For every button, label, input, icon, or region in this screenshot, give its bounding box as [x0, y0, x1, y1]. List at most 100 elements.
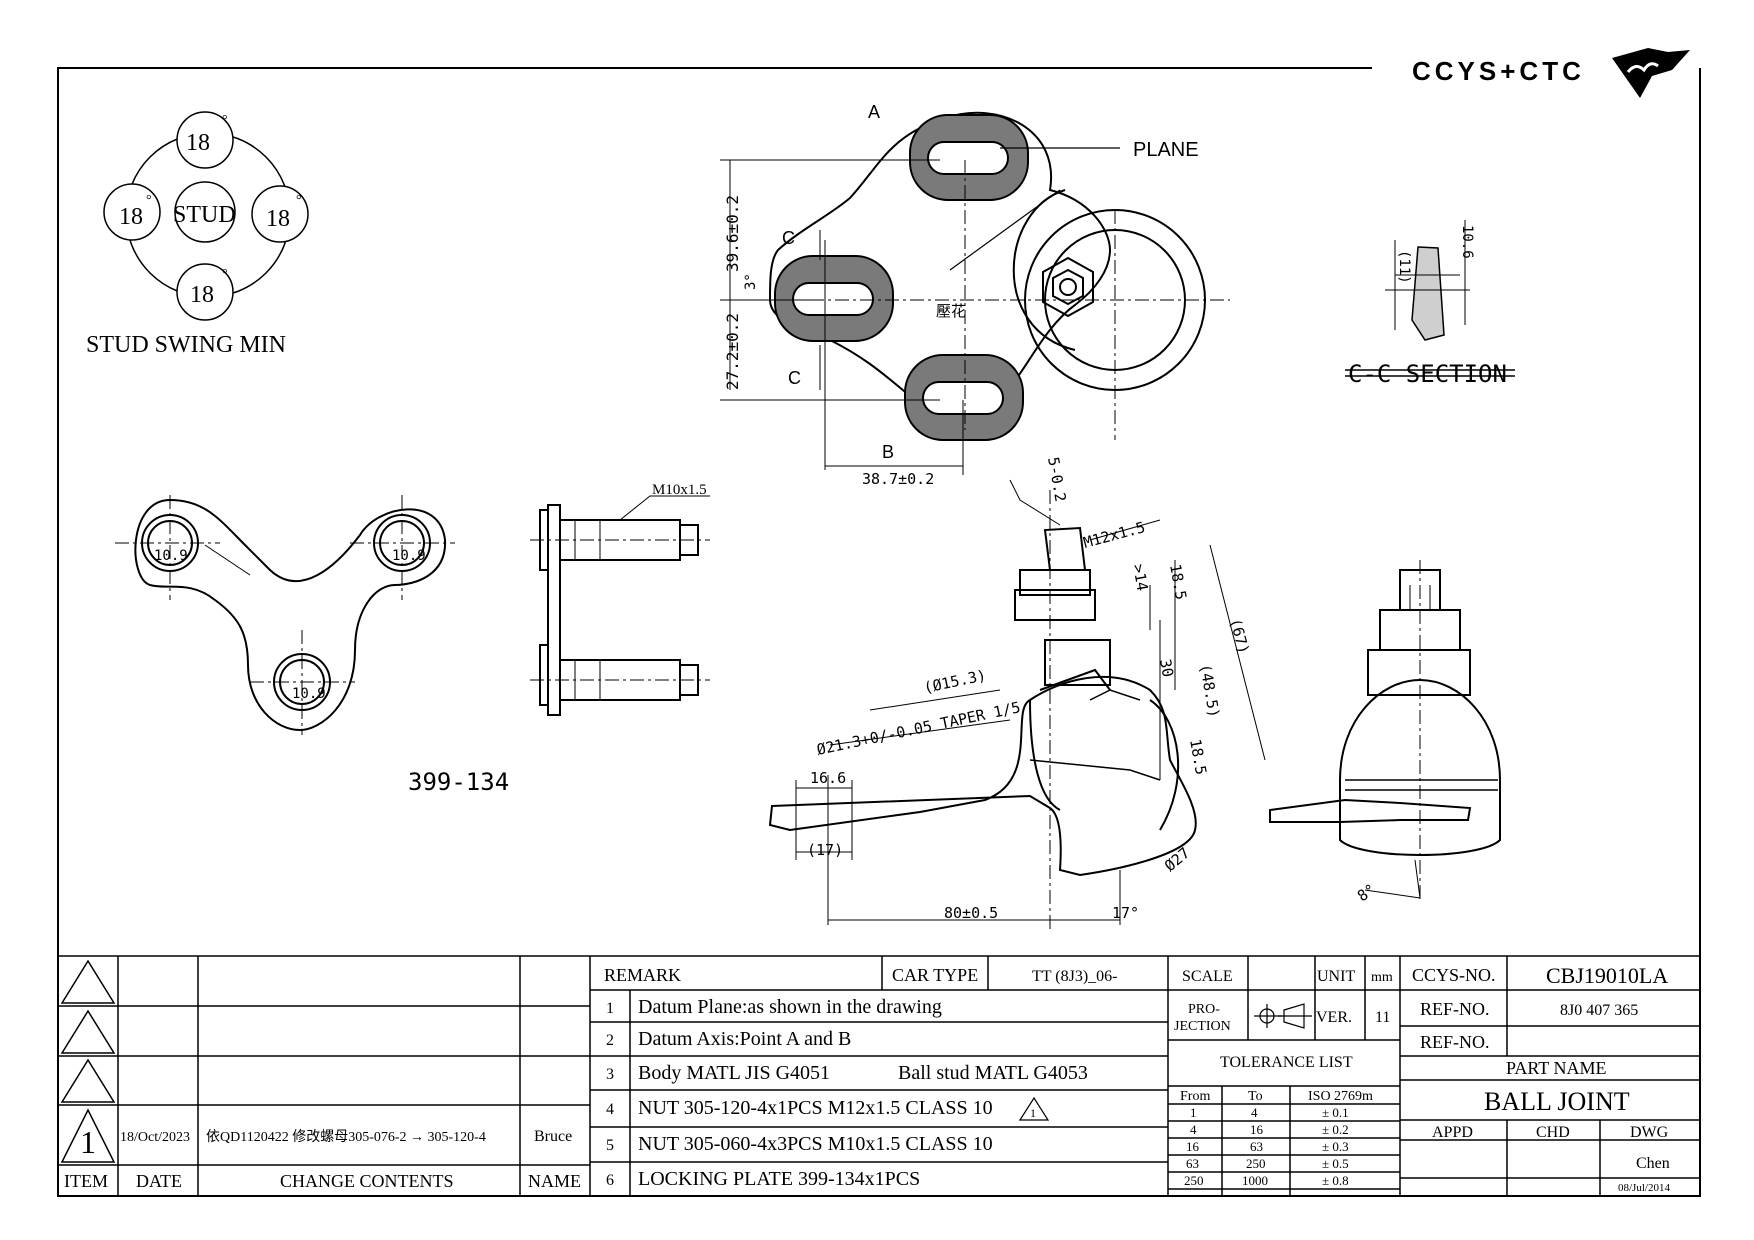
revision-flag-icon — [1018, 1096, 1050, 1121]
remark-5-no: 5 — [606, 1137, 614, 1154]
tol-row-4-to: 250 — [1246, 1156, 1266, 1171]
rev-row-4-date: 18/Oct/2023 — [120, 1130, 190, 1145]
ref1-value: 8J0 407 365 — [1560, 1002, 1638, 1019]
remark-4-text: NUT 305-120-4x1PCS M12x1.5 CLASS 10 — [638, 1097, 993, 1119]
remark-5-text: NUT 305-060-4x3PCS M10x1.5 CLASS 10 — [638, 1133, 993, 1155]
car-type-value: TT (8J3)_06- — [1032, 968, 1117, 985]
swing-top: 18 — [186, 130, 210, 156]
plate-part-no: 399-134 — [408, 768, 509, 796]
rev-header-date: DATE — [136, 1171, 182, 1191]
tolerance-rows: 1 4 ± 0.1 4 16 ± 0.2 16 63 ± 0.3 63 250 … — [1184, 1105, 1349, 1188]
sheet-border — [57, 67, 1701, 1197]
front-view-body — [1269, 560, 1501, 900]
dim-185-upper: 18.5 — [1166, 563, 1190, 602]
stud-swing-diagram — [103, 111, 309, 321]
ccys-value: CBJ19010LA — [1546, 963, 1668, 988]
swing-right-degree: ° — [296, 193, 302, 208]
ver-value: 11 — [1375, 1009, 1390, 1026]
tol-row-3-tol: ± 0.3 — [1322, 1139, 1349, 1154]
top-view-pads — [774, 114, 1029, 441]
remark-1-no: 1 — [606, 1000, 614, 1017]
dim-width: 38.7±0.2 — [862, 470, 934, 488]
appd-label: APPD — [1432, 1124, 1473, 1141]
remark-6-text: LOCKING PLATE 399-134x1PCS — [638, 1168, 920, 1190]
dim-185-lower: 18.5 — [1186, 738, 1210, 777]
rev-row-4-name: Bruce — [534, 1128, 572, 1145]
tol-row-2-tol: ± 0.2 — [1322, 1122, 1349, 1137]
tolerance-title: TOLERANCE LIST — [1220, 1054, 1353, 1071]
side-view-dimensions — [795, 479, 1266, 930]
swing-bottom-degree: ° — [222, 267, 228, 282]
ver-label: VER. — [1316, 1009, 1352, 1026]
swing-center-label: STUD — [173, 202, 236, 228]
ref2-label: REF-NO. — [1420, 1032, 1490, 1052]
dim-angle-17: 17° — [1112, 904, 1139, 922]
swing-right: 18 — [266, 206, 290, 232]
remark-3-no: 3 — [606, 1066, 614, 1083]
label-b: B — [882, 442, 894, 462]
tol-header-from: From — [1180, 1089, 1210, 1104]
swing-bottom: 18 — [190, 282, 214, 308]
cc-section — [1345, 220, 1515, 377]
tol-row-2-to: 16 — [1250, 1122, 1264, 1137]
tol-row-3-from: 16 — [1186, 1139, 1200, 1154]
remark-2-text: Datum Axis:Point A and B — [638, 1028, 851, 1050]
tol-row-1-tol: ± 0.1 — [1322, 1105, 1349, 1120]
dim-166: 16.6 — [810, 769, 846, 787]
ref1-label: REF-NO. — [1420, 999, 1490, 1019]
plate-hole-2: 10.9 — [392, 548, 426, 564]
logo-text: CCYS+CTC — [1412, 56, 1585, 86]
plate-hole-1: 10.9 — [154, 548, 188, 564]
section-dim-right: 10.6 — [1459, 225, 1475, 259]
plate-hole-3: 10.9 — [292, 686, 326, 702]
knurl-label: 壓花 — [936, 303, 966, 320]
dim-80: 80±0.5 — [944, 904, 998, 922]
part-name-label: PART NAME — [1506, 1058, 1606, 1078]
swing-top-degree: ° — [222, 113, 228, 128]
tol-row-4-from: 63 — [1186, 1156, 1199, 1171]
dim-angle: 3° — [743, 273, 759, 290]
label-c-lower: C — [788, 368, 801, 388]
chd-label: CHD — [1536, 1124, 1570, 1141]
swing-caption: STUD SWING MIN — [86, 332, 286, 358]
tol-row-1-from: 1 — [1190, 1105, 1197, 1120]
projection-label-1: PRO- — [1188, 1002, 1220, 1017]
rev-row-4-contents: 依QD1120422 修改螺母305-076-2 → 305-120-4 — [206, 1129, 486, 1145]
projection-symbol-icon — [1254, 1003, 1312, 1029]
section-title: C-C SECTION — [1348, 360, 1507, 388]
swing-left: 18 — [119, 204, 143, 230]
tol-row-5-to: 1000 — [1242, 1173, 1268, 1188]
car-type-label: CAR TYPE — [892, 965, 978, 985]
revision-triangles — [60, 959, 116, 1163]
tol-row-5-tol: ± 0.8 — [1322, 1173, 1349, 1188]
remark-4-flag: 1 — [1030, 1106, 1036, 1120]
remark-3-text2: Ball stud MATL G4053 — [898, 1062, 1088, 1084]
company-logo: CCYS+CTC — [1412, 48, 1690, 98]
tol-row-4-tol: ± 0.5 — [1322, 1156, 1349, 1171]
dim-lower: 27.2±0.2 — [723, 313, 742, 390]
rev-header-item: ITEM — [64, 1171, 108, 1191]
plane-label: PLANE — [1133, 139, 1199, 161]
tol-header-to: To — [1248, 1089, 1263, 1104]
dim-30: 30 — [1156, 658, 1177, 679]
tol-row-1-to: 4 — [1251, 1105, 1258, 1120]
remark-2-no: 2 — [606, 1032, 614, 1049]
remark-4-no: 4 — [606, 1101, 614, 1118]
side-view-body — [768, 526, 1197, 877]
projection-label-2: JECTION — [1174, 1019, 1231, 1034]
dim-upper: 39.6±0.2 — [723, 195, 742, 272]
rev-row-4-item: 1 — [80, 1124, 96, 1160]
label-a: A — [868, 102, 880, 122]
remark-3-text: Body MATL JIS G4051 — [638, 1062, 830, 1084]
locking-plate-outline — [115, 495, 455, 735]
unit-value: mm — [1371, 970, 1393, 985]
drawing-date: 08/Jul/2014 — [1618, 1182, 1670, 1194]
remark-6-no: 6 — [606, 1172, 614, 1189]
swing-left-degree: ° — [146, 193, 152, 208]
dim-14: >14 — [1129, 563, 1151, 593]
drawer-name: Chen — [1636, 1155, 1670, 1172]
rev-header-name: NAME — [528, 1171, 581, 1191]
plate-thread-label: M10x1.5 — [652, 482, 707, 498]
tol-row-2-from: 4 — [1190, 1122, 1197, 1137]
